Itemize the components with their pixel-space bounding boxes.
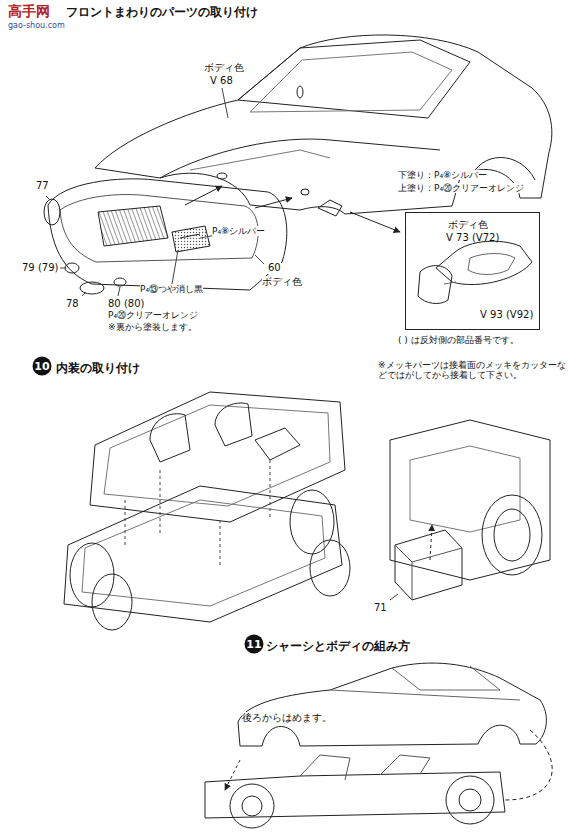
note-text: ボディ色 — [262, 276, 302, 288]
paint-note: ボディ色 — [448, 219, 488, 231]
note-text: ボディ色 — [204, 62, 244, 74]
note-text: 内装の取り付け — [56, 362, 140, 376]
callout-number: 79 (79) — [22, 262, 58, 274]
callout-number: 78 — [66, 298, 79, 310]
callout-number: 60 — [268, 262, 281, 274]
step-number-text: 11 — [246, 638, 261, 651]
note-text: V 68 — [210, 75, 233, 87]
note-text: ※裏から塗装します。 — [108, 322, 197, 332]
paint-note: V 93 (V92) — [480, 309, 533, 321]
note-text: 後ろからはめます。 — [242, 712, 332, 724]
note-text: フロントまわりのパーツの取り付け — [66, 6, 258, 20]
note-text: シャーシとボディの組み方 — [266, 640, 410, 654]
note-text: P₄⑳クリアーオレンジ — [108, 310, 198, 320]
watermark: gao-shou.com — [8, 21, 65, 30]
note-text: P₄⑬つや消し黒 — [140, 284, 203, 294]
callout-number: 80 (80) — [108, 298, 144, 310]
note-text: P₄⑧シルバー — [212, 226, 265, 236]
step-circle — [33, 357, 52, 376]
paint-note: V 73 (V72) — [446, 232, 499, 244]
step-number: 10 — [32, 356, 52, 376]
note-text: 上塗り：P₄⑳クリアーオレンジ — [398, 183, 524, 193]
watermark: 高手网 — [8, 3, 50, 19]
note-text: 下塗り：P₄⑧シルバー — [398, 170, 487, 180]
step-circle — [245, 635, 264, 654]
callout-number: 77 — [36, 180, 49, 192]
parts-box: ボディ色V 73 (V72) V 93 (V92) — [405, 212, 540, 330]
note-text: ( ) は反対側の部品番号です。 — [398, 335, 519, 345]
note-text: ※メッキパーツは接着面のメッキをカッターなどではがしてから接着して下さい。 — [378, 360, 568, 381]
step-number-text: 10 — [34, 360, 49, 373]
callout-number: 71 — [374, 602, 387, 614]
step-number: 11 — [244, 634, 264, 654]
